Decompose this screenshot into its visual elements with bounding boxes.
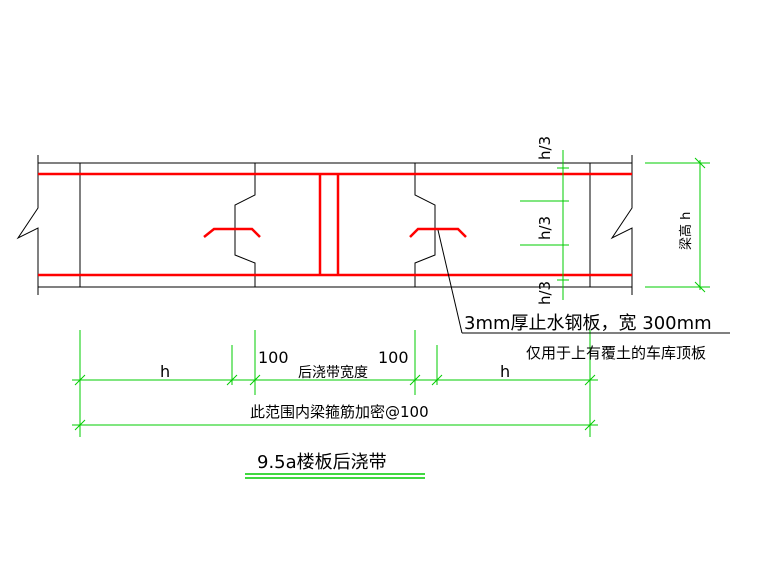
beam-height-label: 梁高 h [678,212,694,250]
dim-left-h: h [160,362,170,381]
beam-outline [16,155,633,295]
rebar-group [38,172,632,277]
drawing-title: 9.5a楼板后浇带 [257,452,387,473]
third-label-mid: h/3 [536,216,554,240]
dim-band-width: 后浇带宽度 [298,364,368,381]
beam-height-dimension [645,157,710,293]
third-label-top: h/3 [536,136,554,160]
waterstop-label: 3mm厚止水钢板，宽 300mm [464,313,712,334]
waterstop-usage-note: 仅用于上有覆土的车库顶板 [526,344,706,362]
dim-left-100: 100 [258,348,289,367]
height-thirds-dimension [520,150,569,300]
horizontal-dimensions [72,330,598,437]
dim-right-100: 100 [378,348,409,367]
dim-right-h: h [500,362,510,381]
waterstop-leader [437,229,730,334]
waterstop-left [203,227,261,238]
third-label-bottom: h/3 [536,281,554,305]
title-underline [245,473,425,479]
dim-stirrup-note: 此范围内梁箍筋加密@100 [250,403,429,421]
waterstop-right [409,227,467,238]
